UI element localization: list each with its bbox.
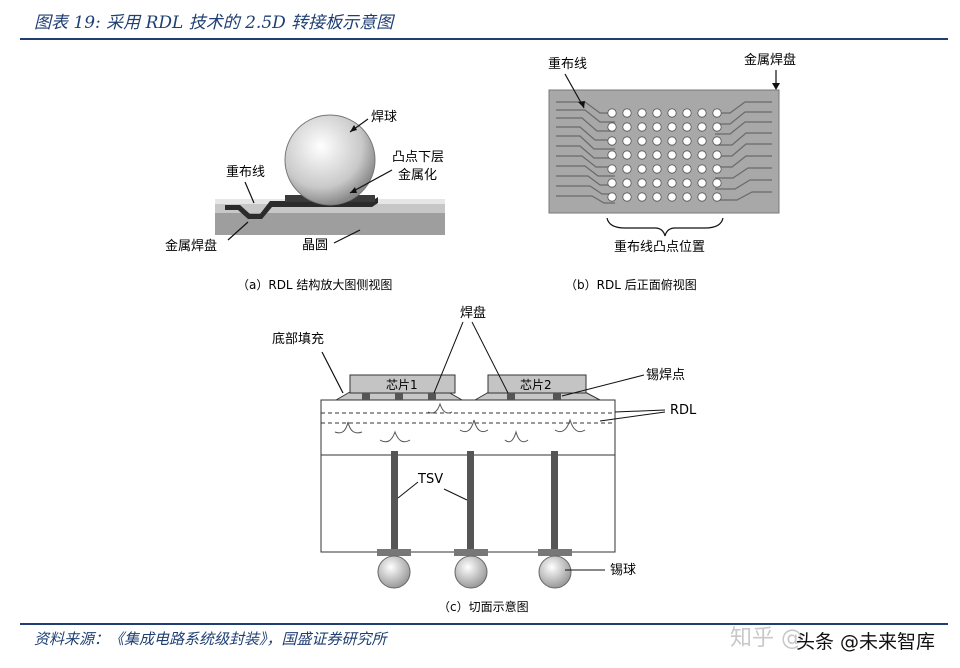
watermark-zhihu: 知乎 @: [730, 626, 803, 651]
panel-b: 重布线 金属焊盘 重布线凸点位置 （b）RDL 后正面俯视图: [548, 52, 796, 292]
ubm-2: [454, 549, 488, 556]
rdl-interposer: [320, 399, 616, 456]
label-c-chip1: 芯片1: [386, 378, 418, 392]
source-note: 资料来源：《集成电路系统级封装》，国盛证券研究所: [34, 630, 387, 648]
tsv-3: [551, 451, 558, 549]
label-a-wafer: 晶圆: [302, 238, 328, 253]
label-c-underfill: 底部填充: [272, 331, 324, 347]
caption-b: （b）RDL 后正面俯视图: [565, 277, 697, 292]
label-c-tsv: TSV: [417, 472, 443, 487]
label-c-solder-ball: 锡球: [610, 563, 636, 578]
bottom-divider: [20, 623, 948, 625]
label-a-rdl: 重布线: [226, 164, 265, 180]
solder-ball-1: [377, 555, 411, 589]
panel-c: 芯片1 芯片2 底部填充 焊盘 锡焊点 RDL TSV 锡球 （c）切面示意图: [272, 305, 697, 614]
passivation-layer: [215, 203, 445, 213]
solder-ball-large: [284, 114, 376, 206]
label-a-ubm-1: 凸点下层: [392, 150, 444, 165]
label-c-pad: 焊盘: [460, 305, 486, 321]
wafer-layer: [215, 213, 445, 235]
solder-ball-3: [538, 555, 572, 589]
panel-a: 焊球 重布线 凸点下层 金属化 金属焊盘 晶圆 （a）RDL 结构放大图侧视图: [165, 109, 445, 292]
tsv-1: [391, 451, 398, 549]
wafer-top-view: [548, 89, 780, 214]
figure-title: 图表 19: 采用 RDL 技术的 2.5D 转接板示意图: [34, 13, 394, 33]
label-b-rdl: 重布线: [548, 56, 587, 72]
caption-a: （a）RDL 结构放大图侧视图: [237, 277, 392, 292]
label-a-ubm-2: 金属化: [398, 167, 437, 183]
ubm-1: [377, 549, 411, 556]
watermark-toutiao: 头条 @未来智库: [796, 631, 936, 653]
top-divider: [20, 38, 948, 40]
bump-brace: [606, 217, 724, 237]
label-b-bump-pos: 重布线凸点位置: [614, 239, 705, 255]
bump-pad-grid: [607, 108, 722, 202]
micro-bumps: [362, 393, 561, 400]
rdl-vias: [334, 402, 586, 443]
chip-2: [487, 374, 587, 394]
solder-ball-2: [454, 555, 488, 589]
label-b-metal-pad: 金属焊盘: [744, 52, 796, 68]
label-a-metal-pad: 金属焊盘: [165, 238, 217, 254]
caption-c: （c）切面示意图: [438, 599, 529, 614]
label-c-solder-joint: 锡焊点: [646, 367, 685, 383]
tsv-2: [467, 451, 474, 549]
label-c-rdl: RDL: [670, 403, 697, 418]
label-a-solder-ball: 焊球: [371, 109, 397, 125]
label-c-chip2: 芯片2: [520, 378, 552, 392]
ubm-3: [538, 549, 572, 556]
